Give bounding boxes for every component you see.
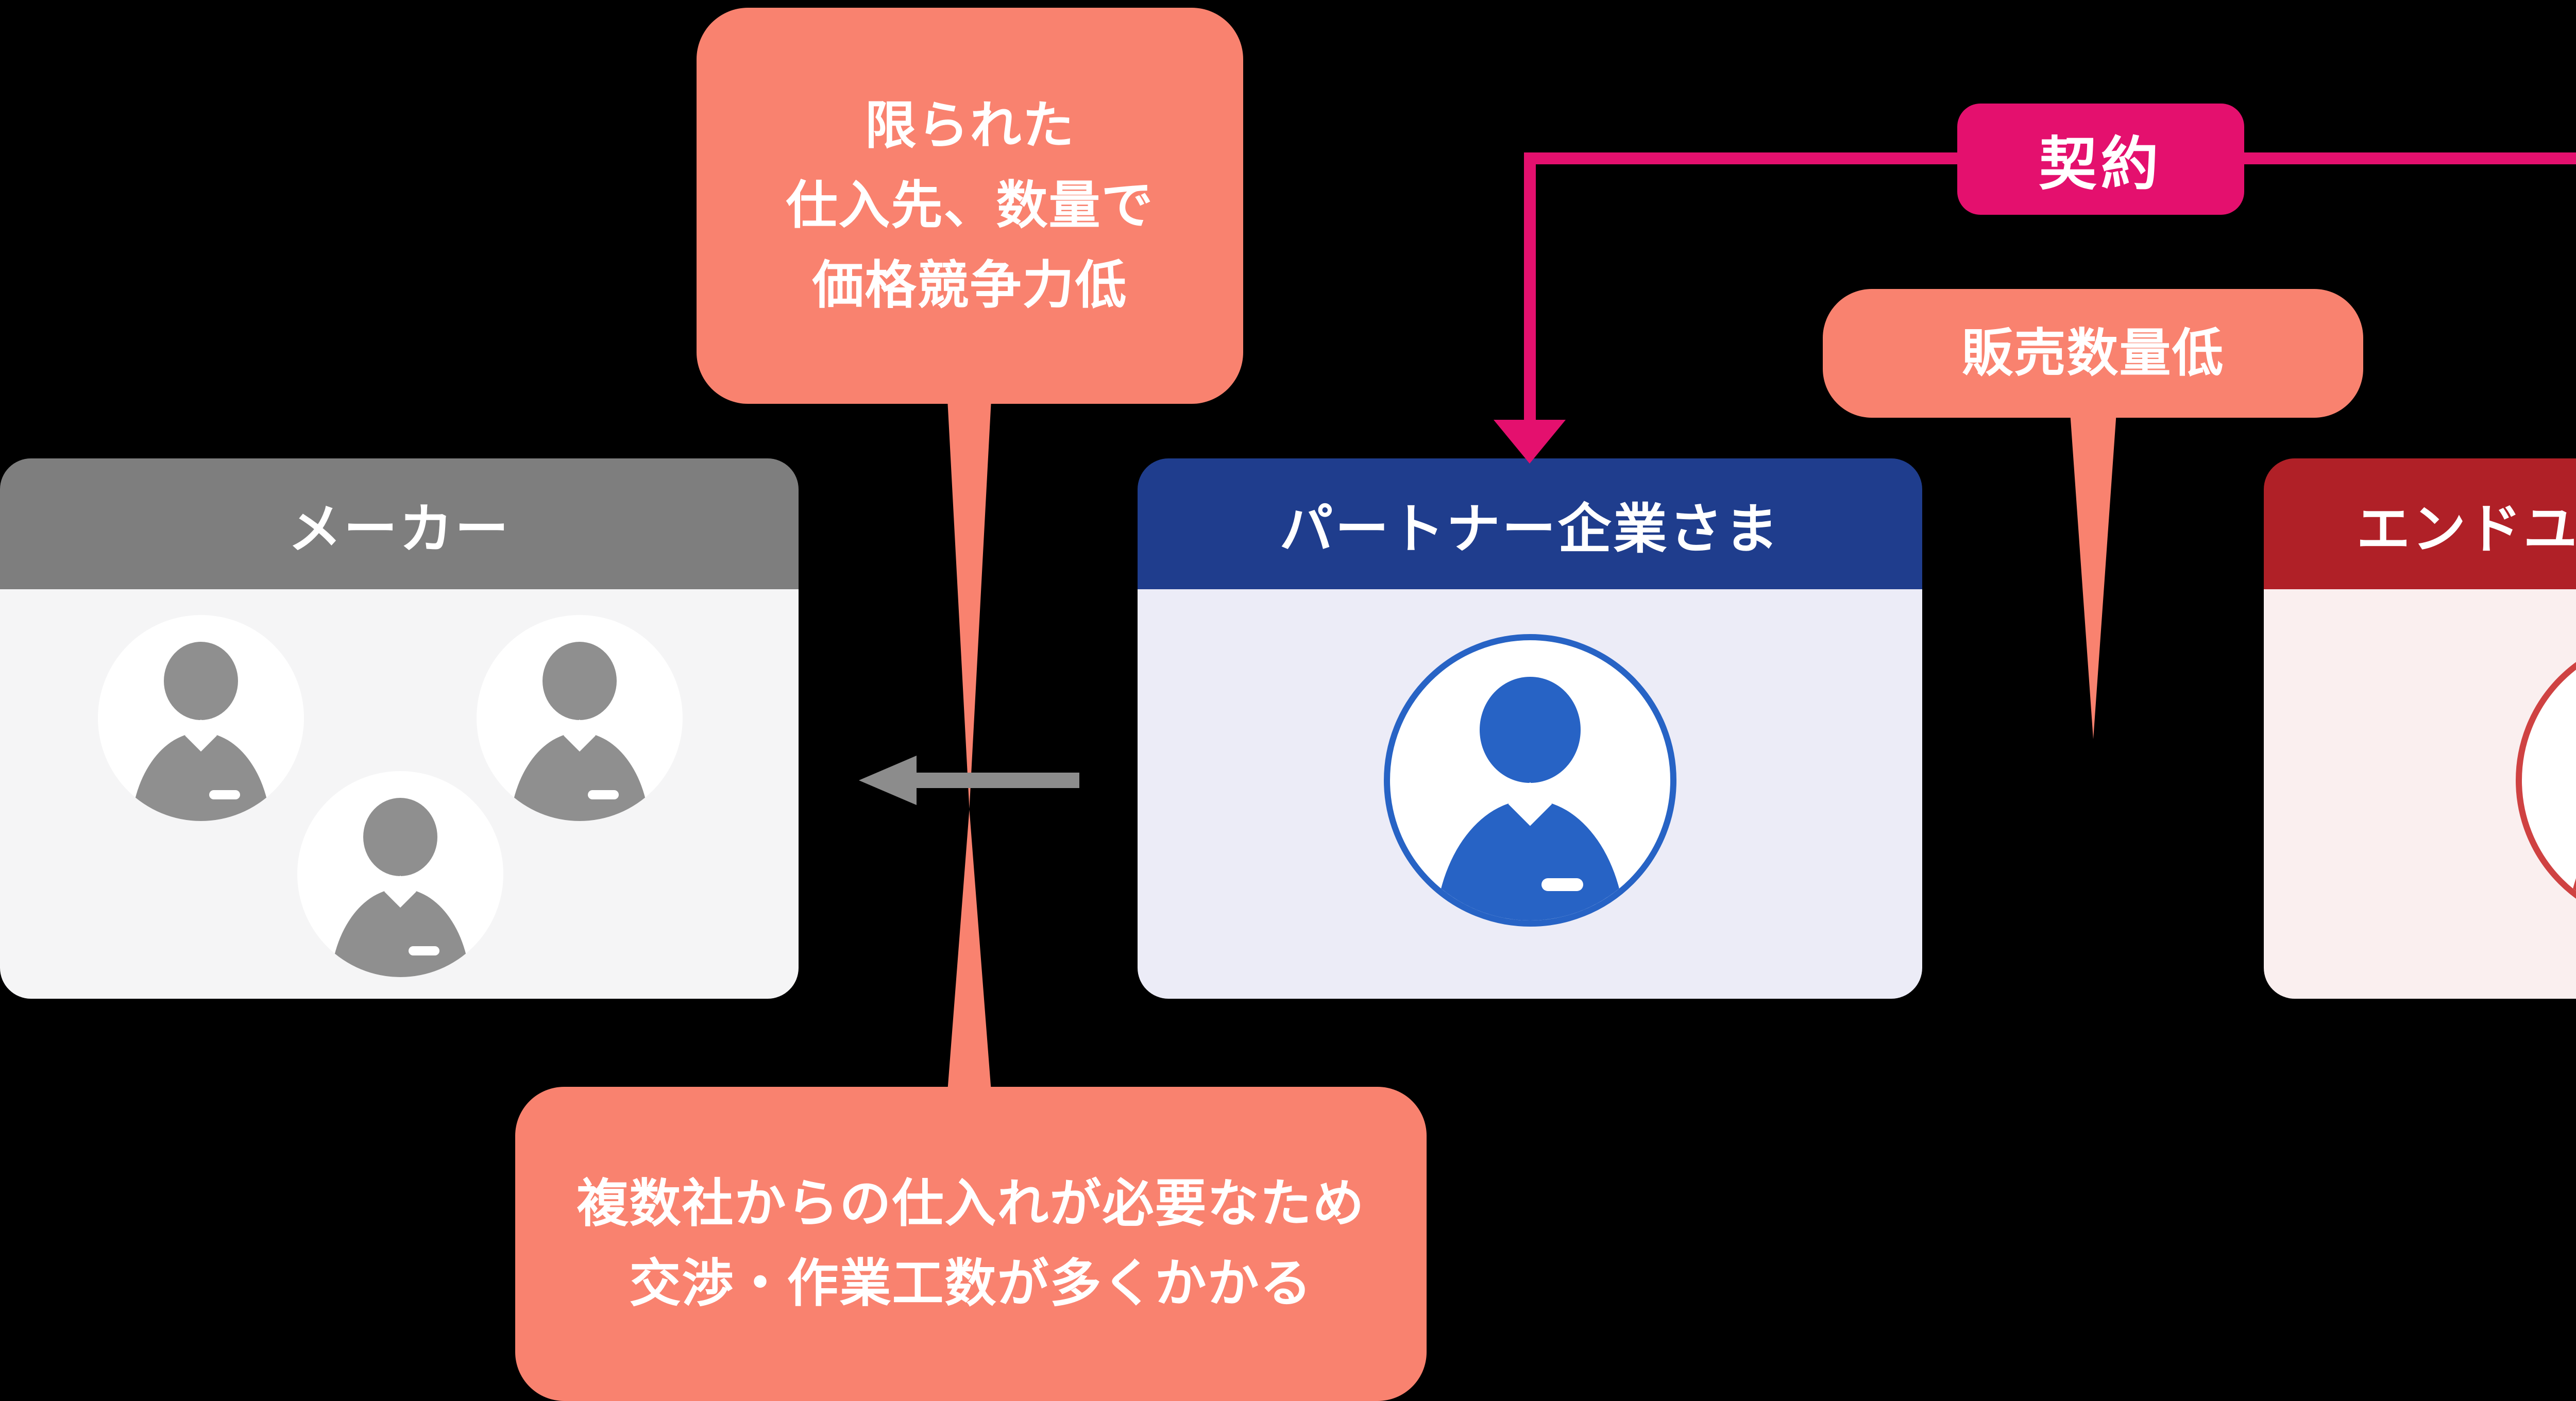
maker-person-icon-1 xyxy=(98,615,304,821)
callout-workload-line-1: 複数社からの仕入れが必要なため xyxy=(577,1175,1365,1233)
callout-workload: 複数社からの仕入れが必要なため 交渉・作業工数が多くかかる xyxy=(515,1087,1427,1401)
callout-workload-tail xyxy=(947,810,991,1092)
card-end-user-title: エンドユーザー企業さま xyxy=(2264,458,2576,589)
purchase-arrow-line xyxy=(912,773,1079,788)
callout-limited-suppliers: 限られた 仕入先、数量で 価格競争力低 xyxy=(697,8,1243,404)
partner-person-icon xyxy=(1384,634,1676,927)
callout-workload-line-2: 交渉・作業工数が多くかかる xyxy=(629,1255,1313,1312)
callout-sales-tail xyxy=(2070,412,2116,739)
callout-limited-suppliers-line-2: 仕入先、数量で xyxy=(786,177,1154,234)
callout-limited-suppliers-line-3: 価格競争力低 xyxy=(812,257,1128,314)
callout-low-sales-volume-label: 販売数量低 xyxy=(1961,324,2225,382)
card-maker-body xyxy=(0,589,799,999)
maker-person-icon-3 xyxy=(297,771,503,977)
contract-badge: 契約 xyxy=(1957,104,2244,215)
card-partner-body xyxy=(1138,589,1922,999)
card-end-user-body xyxy=(2264,589,2576,999)
card-partner: パートナー企業さま xyxy=(1138,458,1922,999)
card-maker-title: メーカー xyxy=(0,458,799,589)
callout-supply-tail xyxy=(947,399,991,809)
end-user-person-icon xyxy=(2516,634,2576,927)
card-partner-title: パートナー企業さま xyxy=(1138,458,1922,589)
contract-connector-left-line xyxy=(1524,152,1536,425)
purchase-arrowhead-icon xyxy=(859,756,917,805)
card-end-user: エンドユーザー企業さま xyxy=(2264,458,2576,999)
card-maker: メーカー xyxy=(0,458,799,999)
maker-person-icon-2 xyxy=(477,615,683,821)
callout-low-sales-volume: 販売数量低 xyxy=(1823,289,2363,418)
callout-limited-suppliers-line-1: 限られた xyxy=(865,97,1075,155)
contract-arrowhead-left-icon xyxy=(1494,420,1566,464)
